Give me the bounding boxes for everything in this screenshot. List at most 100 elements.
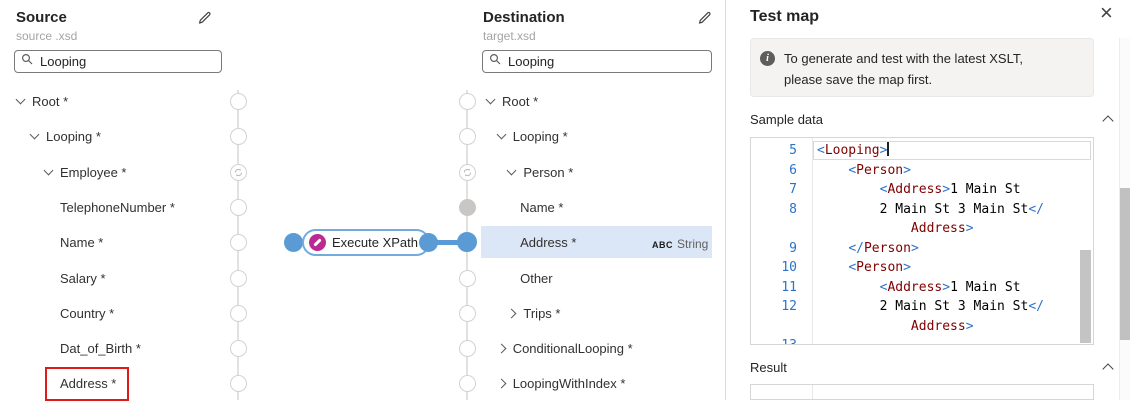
collapse-result-chevron-up-icon[interactable] — [1102, 363, 1114, 375]
result-section-label[interactable]: Result — [750, 360, 787, 375]
source-search-input[interactable] — [40, 54, 215, 69]
panel-scrollbar-thumb[interactable] — [1120, 188, 1130, 340]
tree-node-label: Root * — [32, 93, 69, 109]
loop-port-icon[interactable] — [458, 163, 476, 181]
destination-tree-row[interactable]: Other — [520, 262, 553, 294]
code-line: 13 — [751, 336, 1093, 344]
connector-port[interactable] — [229, 198, 247, 216]
tree-node-label: ConditionalLooping * — [512, 340, 633, 356]
annotation-red-box — [45, 367, 129, 401]
destination-tree-row[interactable]: ConditionalLooping * — [496, 332, 633, 364]
type-name: String — [677, 237, 709, 251]
chevron-down-icon[interactable] — [506, 165, 517, 176]
close-icon[interactable]: × — [1100, 0, 1113, 25]
code-line: Address> — [910, 318, 974, 334]
code-line: 5<Looping> — [751, 141, 1093, 161]
line-number: 9 — [789, 240, 797, 256]
code-line: 12 2 Main St 3 Main St</ — [751, 297, 1093, 317]
connector-port[interactable] — [458, 374, 476, 392]
tree-node-label: Salary * — [60, 270, 106, 286]
source-tree-row[interactable]: Dat_of_Birth * — [60, 332, 141, 364]
connector-port[interactable] — [229, 127, 247, 145]
chevron-down-icon[interactable] — [43, 165, 54, 176]
source-panel: Source source .xsd Root *Looping *Employ… — [0, 0, 239, 400]
destination-tree-row[interactable]: Looping * — [496, 120, 568, 152]
destination-tree-row[interactable]: Name * — [520, 191, 563, 223]
tree-node-label: Person * — [523, 164, 574, 180]
tree-node-label: Employee * — [60, 164, 127, 180]
connector-port[interactable] — [458, 339, 476, 357]
source-tree-row[interactable]: Employee * — [43, 156, 127, 188]
tree-node-label: Address * — [60, 375, 117, 391]
connector-port[interactable] — [458, 269, 476, 287]
editor-scrollbar-thumb[interactable] — [1080, 250, 1091, 343]
source-tree-row[interactable]: Name * — [60, 226, 103, 258]
source-search[interactable] — [14, 50, 222, 73]
xpath-to-address-edge[interactable] — [424, 240, 464, 245]
destination-tree-row[interactable]: Root * — [485, 85, 539, 117]
source-tree-row[interactable]: Address * — [60, 367, 116, 399]
connector-port[interactable] — [229, 304, 247, 322]
xpath-output-handle[interactable] — [419, 233, 438, 252]
line-number: 6 — [789, 162, 797, 178]
destination-search-input[interactable] — [508, 54, 705, 69]
connector-port[interactable] — [229, 233, 247, 251]
xpath-function-icon — [309, 234, 326, 251]
tree-node-label: LoopingWithIndex * — [512, 375, 626, 391]
source-tree-row[interactable]: Looping * — [29, 120, 101, 152]
loop-port-icon[interactable] — [229, 163, 247, 181]
line-number: 10 — [781, 260, 797, 275]
destination-tree-row[interactable]: Person * — [506, 156, 574, 188]
code-line: Address> — [910, 221, 974, 236]
chevron-right-icon[interactable] — [496, 343, 507, 353]
connector-port[interactable] — [458, 92, 476, 110]
connector-port[interactable] — [229, 339, 247, 357]
destination-tree-row[interactable]: Trips * — [506, 297, 560, 329]
line-number: 5 — [789, 143, 797, 158]
tree-node-label: Name * — [520, 199, 564, 215]
info-banner-line1: To generate and test with the latest XSL… — [784, 51, 1023, 66]
chevron-right-icon[interactable] — [496, 378, 507, 388]
chevron-down-icon[interactable] — [496, 129, 507, 140]
sample-data-section-label[interactable]: Sample data — [750, 112, 823, 127]
collapse-sample-chevron-up-icon[interactable] — [1102, 115, 1114, 127]
tree-node-label: Name * — [60, 234, 104, 250]
line-number: 11 — [781, 279, 797, 295]
connected-port-blue[interactable] — [457, 232, 477, 252]
source-tree-row[interactable]: Country * — [60, 297, 114, 329]
result-editor[interactable]: 1 Test map to see results — [750, 384, 1094, 400]
execute-xpath-label: Execute XPath — [332, 235, 418, 250]
source-tree-row[interactable]: Salary * — [60, 262, 106, 294]
chevron-down-icon[interactable] — [15, 94, 26, 105]
execute-xpath-node[interactable]: Execute XPath — [302, 229, 430, 256]
destination-tree-row[interactable]: LoopingWithIndex * — [496, 367, 626, 399]
chevron-down-icon[interactable] — [29, 129, 40, 140]
source-tree-row[interactable]: Root * — [15, 85, 69, 117]
current-line-highlight — [813, 141, 1091, 160]
text-cursor — [887, 142, 889, 156]
connector-port[interactable] — [229, 269, 247, 287]
chevron-right-icon[interactable] — [506, 308, 517, 318]
connected-port-gray[interactable] — [458, 198, 476, 216]
info-icon: i — [760, 51, 775, 66]
destination-panel: Destination target.xsd — [458, 0, 725, 400]
destination-tree-row[interactable]: Address * — [520, 226, 576, 258]
test-map-panel: Test map × i To generate and test with t… — [725, 0, 1130, 400]
tree-node-label: TelephoneNumber * — [60, 199, 175, 215]
source-edit-pencil-icon[interactable] — [197, 10, 213, 29]
connector-port[interactable] — [229, 374, 247, 392]
selected-row-highlight — [481, 226, 712, 258]
xpath-input-handle[interactable] — [284, 233, 303, 252]
destination-search[interactable] — [482, 50, 712, 73]
chevron-down-icon[interactable] — [485, 94, 496, 105]
destination-edit-pencil-icon[interactable] — [697, 10, 713, 29]
type-abc-icon: ABC — [652, 240, 673, 250]
connector-port[interactable] — [458, 304, 476, 322]
source-tree-row[interactable]: TelephoneNumber * — [60, 191, 175, 223]
tree-node-label: Root * — [502, 93, 539, 109]
connector-port[interactable] — [458, 127, 476, 145]
sample-data-editor[interactable]: 5<Looping>6 <Person>7 <Address>1 Main St… — [750, 137, 1094, 345]
connector-port[interactable] — [229, 92, 247, 110]
gutter-divider — [812, 385, 813, 399]
gutter-divider — [812, 138, 813, 344]
